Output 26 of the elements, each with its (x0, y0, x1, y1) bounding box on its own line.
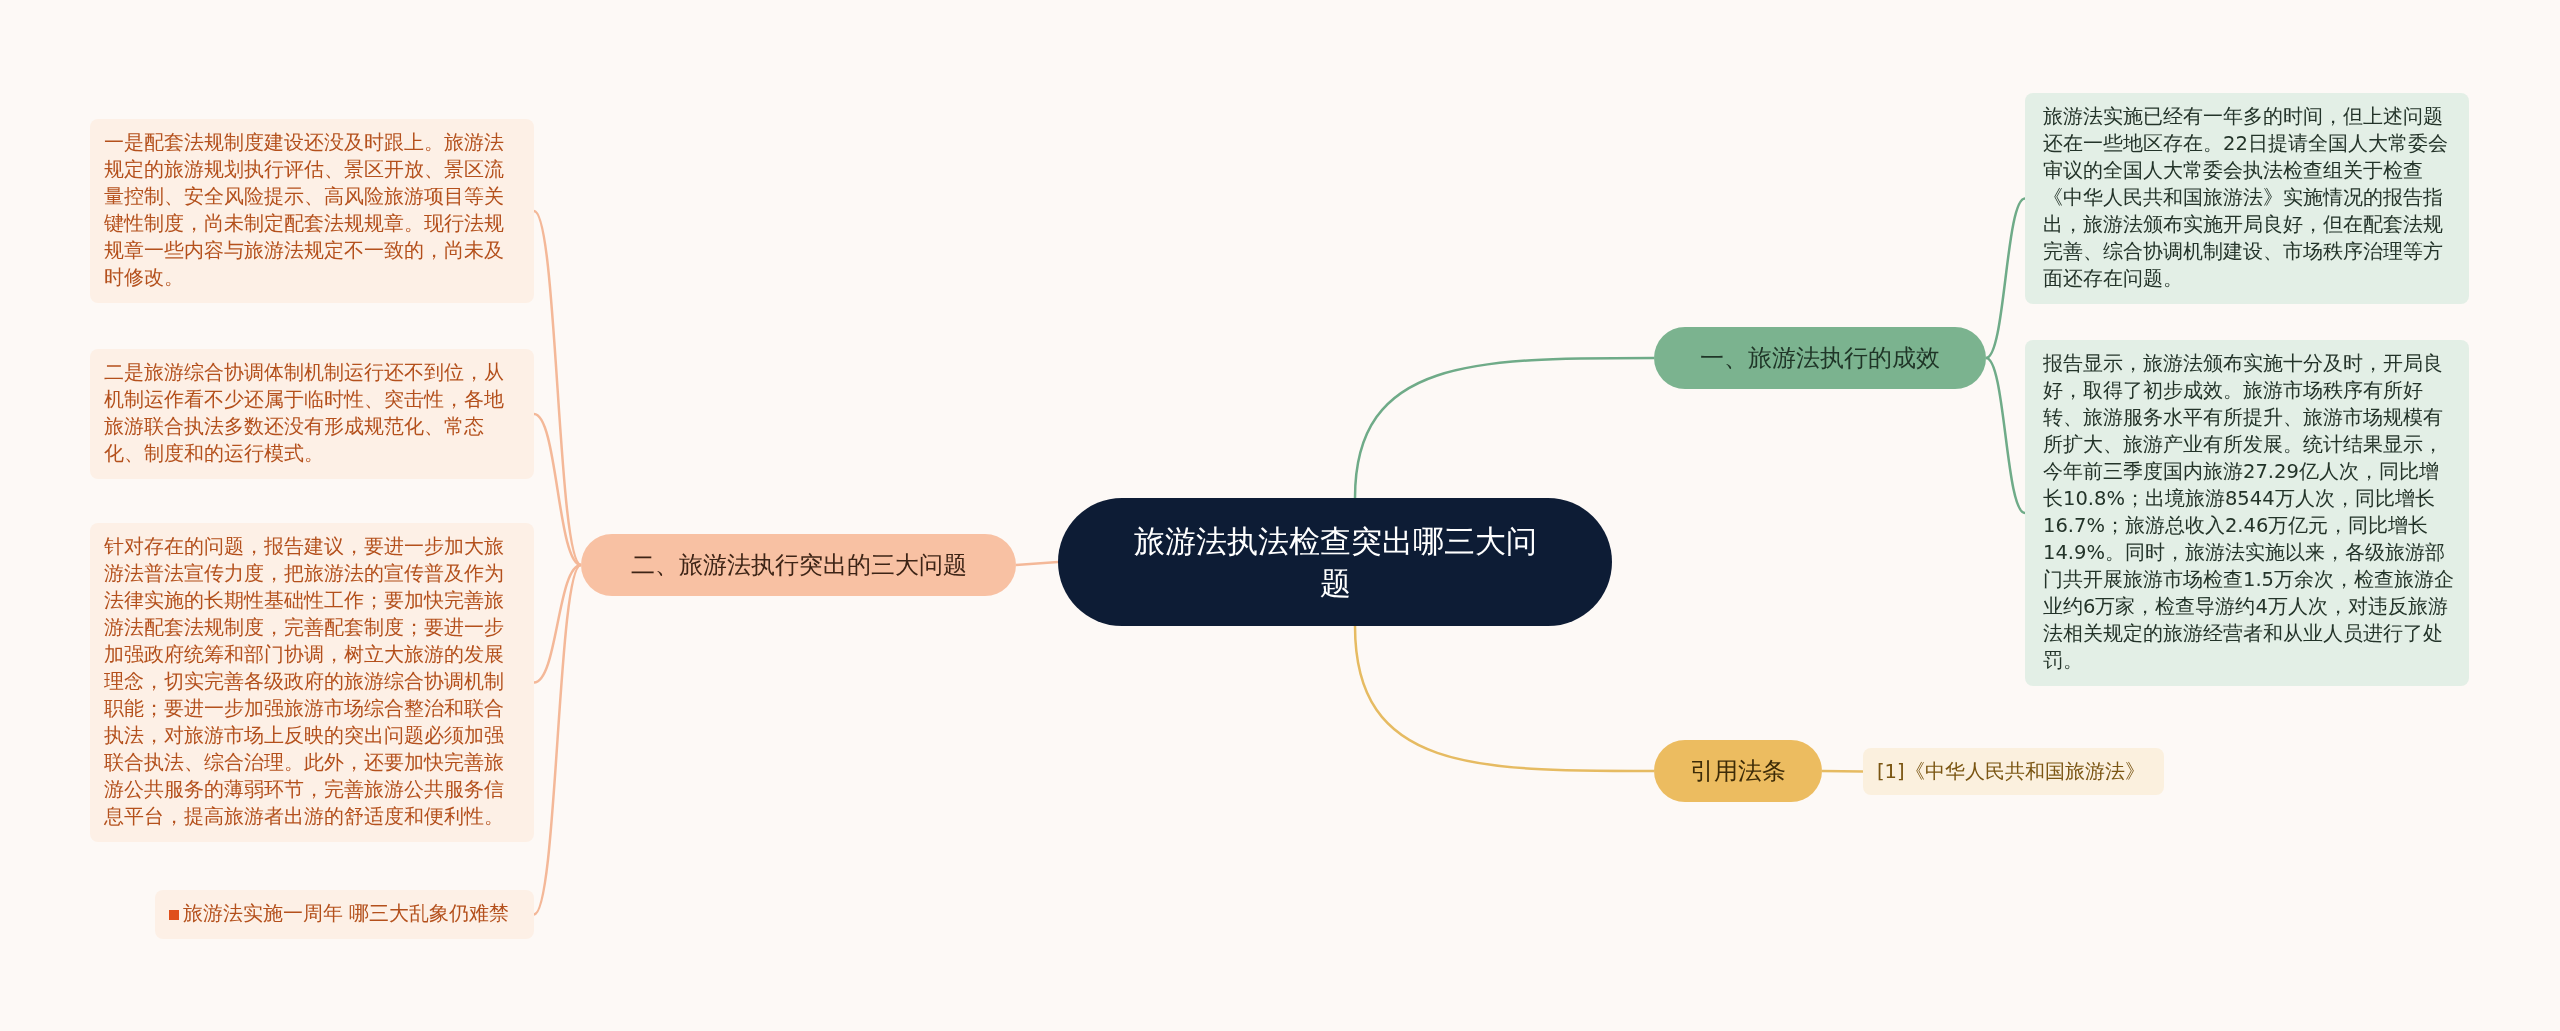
note-card (90, 119, 534, 303)
topic-text: 二、旅游法执行突出的三大问题 (630, 551, 967, 579)
branch-line (1985, 197, 2026, 360)
branch-line (1353, 356, 1654, 499)
link-card (155, 890, 534, 939)
branch-line (1985, 356, 2026, 515)
reference-card (1863, 748, 2164, 795)
branch-line (1822, 769, 1863, 773)
note-card (2025, 93, 2469, 304)
topic-text: 旅游法执法检查突出哪三大问题 (1132, 522, 1538, 603)
note-text: [1]《中华人民共和国旅游法》 (1877, 760, 2145, 783)
note-text: 旅游法实施一周年 哪三大乱象仍难禁 (183, 902, 510, 925)
branch-line (533, 210, 582, 566)
note-card (90, 349, 534, 479)
branch-line (533, 412, 582, 567)
note-text: 旅游法实施已经有一年多的时间，但上述问题还在一些地区存在。22日提请全国人大常委会审议的全国人大常委会执法检查组关于检查《中华人民共和国旅游法》实施情况的报告指出，旅游法颁布实施开局良好，但在配套法规完善、综合协调机制建设、市场秩序治理等方面还存在问题。 (2043, 105, 2448, 290)
note-text: 一是配套法规制度建设还没及时跟上。旅游法规定的旅游规划执行评估、景区开放、景区流量控制、安全风险提示、高风险旅游项目等关键性制度，尚未制定配套法规规章。现行法规规章一些内容与旅游法规定不一致的，尚未及时修改。 (104, 131, 504, 289)
topic-text: 一、旅游法执行的成效 (1700, 344, 1940, 372)
branch-line (1353, 625, 1654, 773)
note-text: 报告显示，旅游法颁布实施十分及时，开局良好，取得了初步成效。旅游市场秩序有所好转、旅游服务水平有所提升、旅游市场规模有所扩大、旅游产业有所发展。统计结果显示，今年前三季度国内旅游27.29亿人次，同比增长10.8%；出境旅游8544万人次，同比增长16.7%；旅游总收入2.46万亿元，同比增长14.9%。同时，旅游法实施以来，各级旅游部门共开展旅游市场检查1.5万余次，检查旅游企业约6万家，检查导游约4万人次，对违反旅游法相关规定的旅游经营者和从业人员进行了处罚。 (2043, 352, 2454, 672)
note-card (90, 523, 534, 842)
branch-line (533, 564, 582, 916)
topic-text: 引用法条 (1690, 757, 1786, 785)
note-text: 针对存在的问题，报告建议，要进一步加大旅游法普法宣传力度，把旅游法的宣传普及作为法律实施的长期性基础性工作；要加快完善旅游法配套法规制度，完善配套制度；要进一步加强政府统筹和部门协调，树立大旅游的发展理念，切实完善各级政府的旅游综合协调机制职能；要进一步加强旅游市场综合整治和联合执法，对旅游市场上反映的突出问题必须加强联合执法、综合治理。此外，还要加快完善旅游公共服务的薄弱环节，完善旅游公共服务信息平台，提高旅游者出游的舒适度和便利性。 (104, 535, 504, 828)
branch-line (1015, 560, 1059, 567)
note-text: 二是旅游综合协调体制机制运行还不到位，从机制运作看不少还属于临时性、突击性，各地旅游联合执法多数还没有形成规范化、常态化、制度和的运行模式。 (104, 361, 504, 465)
